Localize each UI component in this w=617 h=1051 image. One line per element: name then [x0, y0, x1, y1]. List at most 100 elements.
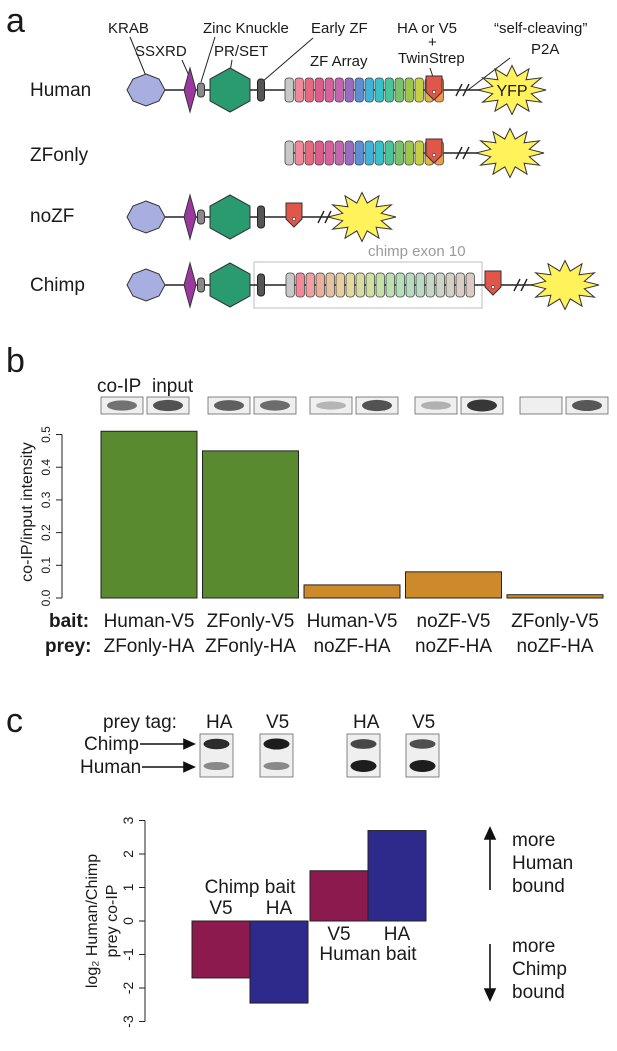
coip-blots — [100, 396, 609, 415]
blot-band — [421, 401, 451, 410]
krab-domain — [126, 268, 166, 302]
zf-finger — [325, 272, 335, 298]
tag-dot — [432, 90, 436, 94]
construct-label-nozf: noZF — [30, 206, 74, 227]
break-mark — [455, 83, 463, 97]
chart-c-ylabel-line1: log₂ Human/Chimp — [84, 854, 101, 988]
pr-set-label: PR/SET — [214, 43, 268, 60]
pr-set-domain — [209, 67, 251, 113]
chart-c-ytick-label: 0 — [120, 917, 136, 925]
blot-band — [107, 400, 137, 411]
zf-finger — [385, 272, 395, 298]
chart-c-bar-tag: HA — [266, 898, 293, 919]
panel-a-letter: a — [6, 2, 25, 40]
chart-b-ytick-label: 0.4 — [39, 459, 53, 476]
zf-finger — [285, 272, 295, 298]
zf-finger — [314, 77, 324, 103]
tag-dot — [432, 153, 436, 157]
zf-finger — [315, 272, 325, 298]
chart-c-bar — [249, 920, 309, 1004]
chart-c-ylabel-line2: prey co-IP — [104, 885, 121, 958]
human-band-arrowhead — [183, 761, 196, 773]
zf-finger — [354, 77, 364, 103]
human-band — [263, 761, 290, 771]
prey-tag-label: prey tag: — [103, 712, 177, 733]
pr-set-domain — [209, 194, 251, 240]
yfp-label: YFP — [496, 83, 527, 100]
chart-b-ytick-label: 0.3 — [39, 491, 53, 508]
prey-tag-3: HA — [353, 712, 380, 733]
chart-c-ytick-label: 1 — [120, 883, 136, 891]
chimp-band — [263, 738, 290, 750]
zf-finger — [405, 272, 415, 298]
ssxrd-domain — [183, 66, 197, 114]
coip-blot-lane — [414, 396, 458, 415]
bait-row-label: bait: — [49, 611, 89, 632]
chart-b-prey-label: noZF-HA — [313, 636, 390, 657]
chart-b-bait-label: noZF-V5 — [417, 611, 491, 632]
early-zf-domain — [257, 273, 265, 297]
yfp-star — [477, 64, 547, 116]
chart-b-ytick-label: 0.5 — [39, 426, 53, 443]
zf-finger — [414, 140, 424, 166]
chart-b-bait-label: Human-V5 — [307, 611, 398, 632]
panel-a: a KRAB SSXRD Zinc Knuckle PR/SET Early Z… — [6, 2, 600, 311]
chart-b-ylabel: co-IP/input intensity — [19, 442, 36, 582]
zf-finger — [345, 272, 355, 298]
chart-b-prey-label: noZF-HA — [516, 636, 593, 657]
zf-finger — [334, 77, 344, 103]
zf-finger — [395, 272, 405, 298]
zf-finger — [404, 140, 414, 166]
chimp-band — [409, 739, 436, 749]
chart-c-ytick-label: -3 — [120, 1015, 136, 1028]
chart-b-prey-label: ZFonly-HA — [205, 636, 296, 657]
zf-finger — [314, 140, 324, 166]
twinstrep-label: TwinStrep — [398, 50, 465, 67]
zf-finger — [365, 272, 375, 298]
blot-band — [362, 399, 392, 412]
chart-b-prey-label: noZF-HA — [415, 636, 492, 657]
ssxrd-domain — [183, 193, 197, 241]
zf-finger — [344, 140, 354, 166]
band-label-human: Human — [80, 757, 141, 778]
chart-b-bar — [202, 450, 299, 599]
chart-b-bar — [303, 584, 401, 599]
zf-finger — [394, 140, 404, 166]
more-human-arrowhead — [483, 826, 497, 840]
tag-marker — [285, 202, 303, 228]
chimp-band — [203, 738, 230, 750]
krab-domain — [126, 73, 166, 107]
break-mark — [462, 146, 470, 160]
more-chimp-line3: bound — [512, 982, 565, 1003]
tag-label: HA or V5 — [397, 20, 457, 37]
band-label-chimp: Chimp — [84, 734, 139, 755]
more-chimp-arrowhead — [483, 988, 497, 1002]
panel-b: b co-IP input 0.00.10.20.30.40.5Human-V5… — [6, 342, 609, 657]
human-band — [203, 761, 230, 771]
human-band — [409, 760, 436, 772]
yfp-star — [530, 259, 600, 311]
zf-array-label: ZF Array — [310, 53, 368, 70]
zf-finger — [294, 77, 304, 103]
chart-b-bar — [405, 571, 502, 599]
chart-c-ytick-label: -2 — [120, 982, 136, 995]
chart-b-ytick-label: 0.1 — [39, 557, 53, 574]
blot-band — [214, 400, 244, 411]
zf-finger — [445, 272, 455, 298]
zf-finger — [455, 272, 465, 298]
chart-c-ytick-label: 3 — [120, 816, 136, 824]
ssxrd-label: SSXRD — [135, 43, 187, 60]
more-human-line2: Human — [512, 853, 573, 874]
zinc-knuckle-label: Zinc Knuckle — [203, 20, 289, 37]
zf-finger — [404, 77, 414, 103]
more-chimp-line1: more — [512, 936, 555, 957]
zf-finger — [295, 272, 305, 298]
coip-blot-lane — [309, 396, 353, 415]
chimp-band-arrowhead — [183, 738, 196, 750]
zf-finger — [364, 140, 374, 166]
chimp-band — [350, 739, 377, 749]
plus-label: + — [428, 34, 437, 51]
zf-finger — [344, 77, 354, 103]
break-mark — [455, 146, 463, 160]
more-human-line3: bound — [512, 876, 565, 897]
